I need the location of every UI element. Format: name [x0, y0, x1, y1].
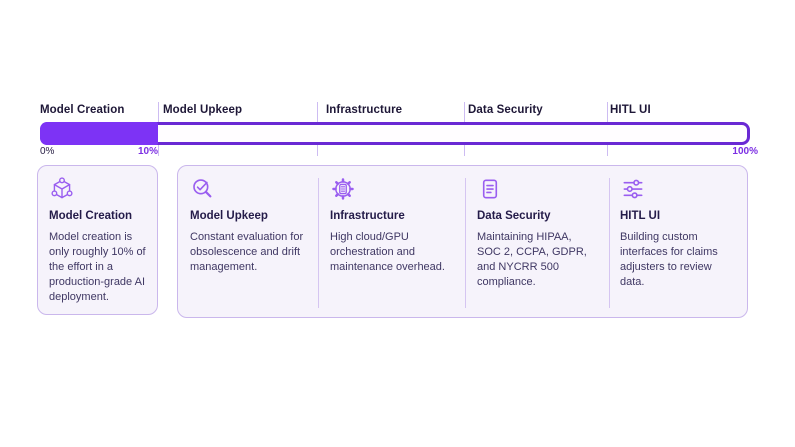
card-title: Model Creation [49, 210, 133, 222]
sliders-icon [623, 179, 643, 199]
card-hitl-ui: HITL UI Building custom interfaces for c… [608, 166, 747, 317]
stage-label-model-upkeep: Model Upkeep [163, 104, 243, 116]
section-divider [609, 178, 610, 308]
section-divider [465, 178, 466, 308]
card-body: Constant evaluation for obsolescence and… [190, 231, 304, 273]
card-model-creation: Model Creation Model creation is only ro… [37, 165, 158, 315]
card-data-security: Data Security Maintaining HIPAA, SOC 2, … [465, 166, 608, 317]
stage-label-data-security: Data Security [468, 104, 543, 116]
stage-label-hitl-ui: HITL UI [610, 104, 651, 116]
progress-bar-fill [40, 122, 158, 145]
progress-fill-label: 10% [137, 146, 158, 157]
card-title: Model Upkeep [190, 210, 268, 222]
card-title: Infrastructure [330, 210, 405, 222]
stage-label-model-creation: Model Creation [40, 104, 125, 116]
card-body: Maintaining HIPAA, SOC 2, CCPA, GDPR, an… [477, 231, 587, 288]
stage-label-infrastructure: Infrastructure [326, 104, 403, 116]
magnifier-check-icon [193, 179, 212, 198]
document-lines-icon [482, 179, 498, 199]
card-infrastructure: Infrastructure High cloud/GPU orchestrat… [318, 166, 465, 317]
card-body: Building custom interfaces for claims ad… [619, 231, 718, 288]
progress-start-label: 0% [40, 146, 55, 157]
card-title: Data Security [477, 210, 551, 222]
card-title: HITL UI [619, 210, 661, 222]
card-body: High cloud/GPU orchestration and mainten… [330, 231, 445, 273]
section-divider [318, 178, 319, 308]
card-group: Model Upkeep Constant evaluation for obs… [177, 165, 748, 318]
card-model-upkeep: Model Upkeep Constant evaluation for obs… [178, 166, 318, 317]
cube-nodes-icon [51, 177, 73, 199]
card-body: Model creation is only roughly 10% of th… [49, 231, 146, 303]
progress-end-label: 100% [732, 146, 758, 157]
gear-chip-icon [332, 178, 354, 200]
